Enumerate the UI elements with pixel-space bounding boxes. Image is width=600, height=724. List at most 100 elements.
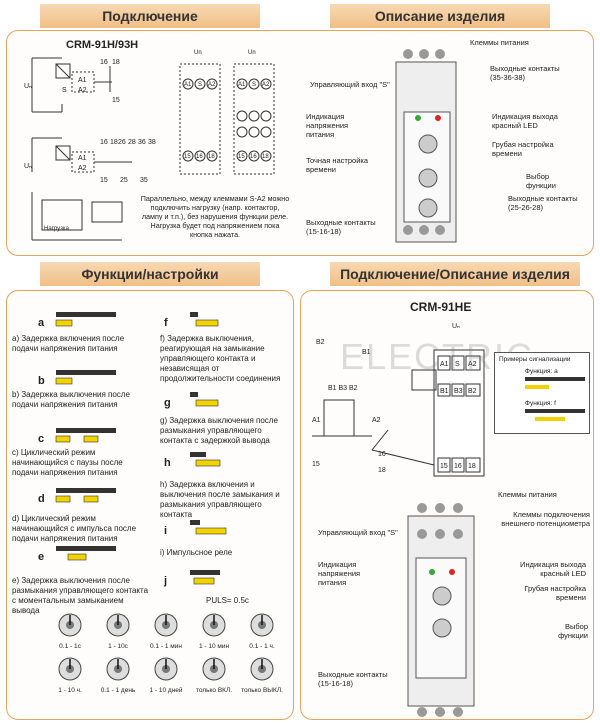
dial-label: 0.1 - 1 мин	[150, 643, 182, 650]
bdesc-potentiometer: Клеммы подключения внешнего потенциометр…	[501, 510, 590, 528]
desc-supply-indication: Индикация напряжения питания	[306, 112, 349, 139]
dial-label: только ВКЛ.	[195, 687, 233, 694]
svg-text:A1: A1	[184, 82, 192, 88]
func-i-text: i) Импульсное реле	[160, 548, 233, 557]
functions-panel	[6, 290, 294, 720]
desc-out-15: Выходные контакты (15-16-18)	[306, 218, 376, 236]
bdesc-control: Управляющий вход "S"	[318, 528, 398, 537]
dial-icon	[202, 657, 226, 681]
bdesc-out: Выходные контакты (15-16-18)	[318, 670, 388, 688]
svg-text:A1: A1	[78, 77, 87, 84]
svg-text:15: 15	[100, 177, 108, 184]
dial-label: 0.1 - 1 день	[100, 687, 136, 694]
dial-icon	[106, 657, 130, 681]
svg-text:A1: A1	[238, 82, 246, 88]
bdesc-coarse: Грубая настройка времени	[524, 584, 586, 602]
desc-power-terminals: Клеммы питания	[470, 38, 529, 47]
dial-icon	[250, 657, 274, 681]
desc-coarse-time: Грубая настройка времени	[492, 140, 554, 158]
func-c-text: c) Циклический режим начинающийся с пауз…	[12, 448, 123, 477]
func-h-text: h) Задержка включения и выключения после…	[160, 480, 280, 519]
svg-text:15: 15	[440, 463, 448, 470]
svg-text:16: 16	[100, 139, 108, 146]
device-crm91he	[407, 503, 475, 717]
svg-text:38: 38	[148, 139, 156, 146]
svg-text:d: d	[38, 493, 45, 505]
dial-icon	[106, 613, 130, 637]
func-a-text: a) Задержка включения после подачи напря…	[12, 334, 125, 353]
dial-icon	[58, 613, 82, 637]
svg-text:Uₙ: Uₙ	[24, 163, 32, 170]
svg-text:15: 15	[312, 461, 320, 468]
svg-text:A2: A2	[78, 87, 87, 94]
svg-text:Uₙ: Uₙ	[452, 323, 460, 330]
func-b-text: b) Задержка выключения после подачи напр…	[12, 390, 130, 409]
signals-title: Примеры сигнализации	[499, 356, 571, 363]
timing-diagrams-left: a b c d e	[38, 312, 116, 563]
svg-text:18: 18	[112, 59, 120, 66]
signals-func-f: Функция: f	[525, 400, 556, 407]
desc-out-35: Выходные контакты (35-36-38)	[490, 64, 560, 82]
svg-text:16: 16	[196, 154, 203, 160]
svg-text:15: 15	[112, 97, 120, 104]
svg-text:18: 18	[262, 154, 269, 160]
dial-icon	[58, 657, 82, 681]
svg-text:B2: B2	[316, 339, 325, 346]
desc-function-select: Выбор функции	[526, 172, 556, 190]
desc-output-led: Индикация выхода красный LED	[492, 112, 558, 130]
svg-text:b: b	[38, 375, 45, 387]
svg-text:e: e	[38, 551, 44, 563]
header-connection: Подключение	[40, 4, 260, 28]
desc-fine-time: Точная настройка времени	[306, 156, 369, 174]
svg-text:g: g	[164, 397, 171, 409]
svg-text:A1: A1	[312, 417, 321, 424]
svg-text:25: 25	[120, 177, 128, 184]
svg-text:36: 36	[138, 139, 146, 146]
svg-text:c: c	[38, 433, 44, 445]
dial-icon	[202, 613, 226, 637]
svg-text:S: S	[198, 82, 202, 88]
svg-text:A2: A2	[78, 165, 87, 172]
dial-label: только ВЫКЛ.	[241, 687, 283, 694]
svg-text:B3: B3	[454, 388, 463, 395]
svg-text:S: S	[455, 361, 460, 368]
dial-label: 1 - 10 дней	[149, 687, 183, 694]
svg-text:A2: A2	[372, 417, 381, 424]
svg-text:S: S	[252, 82, 256, 88]
func-key-a: a	[38, 317, 45, 329]
dial-label: 0.1 - 1 ч.	[249, 643, 275, 650]
svg-text:f: f	[164, 317, 168, 329]
dial-label: 0.1 - 1с	[59, 643, 81, 650]
dial-label: 1 - 10 ч.	[58, 687, 82, 694]
svg-text:18: 18	[110, 139, 118, 146]
signal-examples: Примеры сигнализации Функция: a Функция:…	[494, 352, 590, 434]
svg-text:15: 15	[238, 154, 245, 160]
svg-text:18: 18	[208, 154, 215, 160]
svg-text:j: j	[163, 575, 167, 587]
signals-func-a: Функция: a	[525, 368, 558, 375]
svg-text:Un: Un	[248, 50, 256, 56]
desc-out-25: Выходные контакты (25-26-28)	[508, 194, 578, 212]
svg-text:A2: A2	[262, 82, 270, 88]
svg-text:35: 35	[140, 177, 148, 184]
dial-label: 1 - 10с	[108, 643, 128, 650]
svg-text:Нагрузка: Нагрузка	[44, 226, 70, 232]
svg-text:B2: B2	[468, 388, 477, 395]
svg-text:B1 B3 B2: B1 B3 B2	[328, 385, 358, 392]
svg-text:i: i	[164, 525, 167, 537]
svg-text:A2: A2	[208, 82, 216, 88]
top-panel	[6, 30, 594, 256]
func-f-text: f) Задержка выключения, реагирующая на з…	[160, 334, 281, 383]
svg-text:Un: Un	[194, 50, 202, 56]
header-description: Описание изделия	[330, 4, 550, 28]
dial-icon	[154, 657, 178, 681]
svg-text:16: 16	[250, 154, 257, 160]
svg-text:A2: A2	[468, 361, 477, 368]
device-crm91h	[395, 49, 457, 243]
svg-text:B1: B1	[440, 388, 449, 395]
svg-text:16: 16	[100, 59, 108, 66]
header-connection-description: Подключение/Описание изделия	[330, 262, 580, 286]
svg-text:15: 15	[184, 154, 191, 160]
